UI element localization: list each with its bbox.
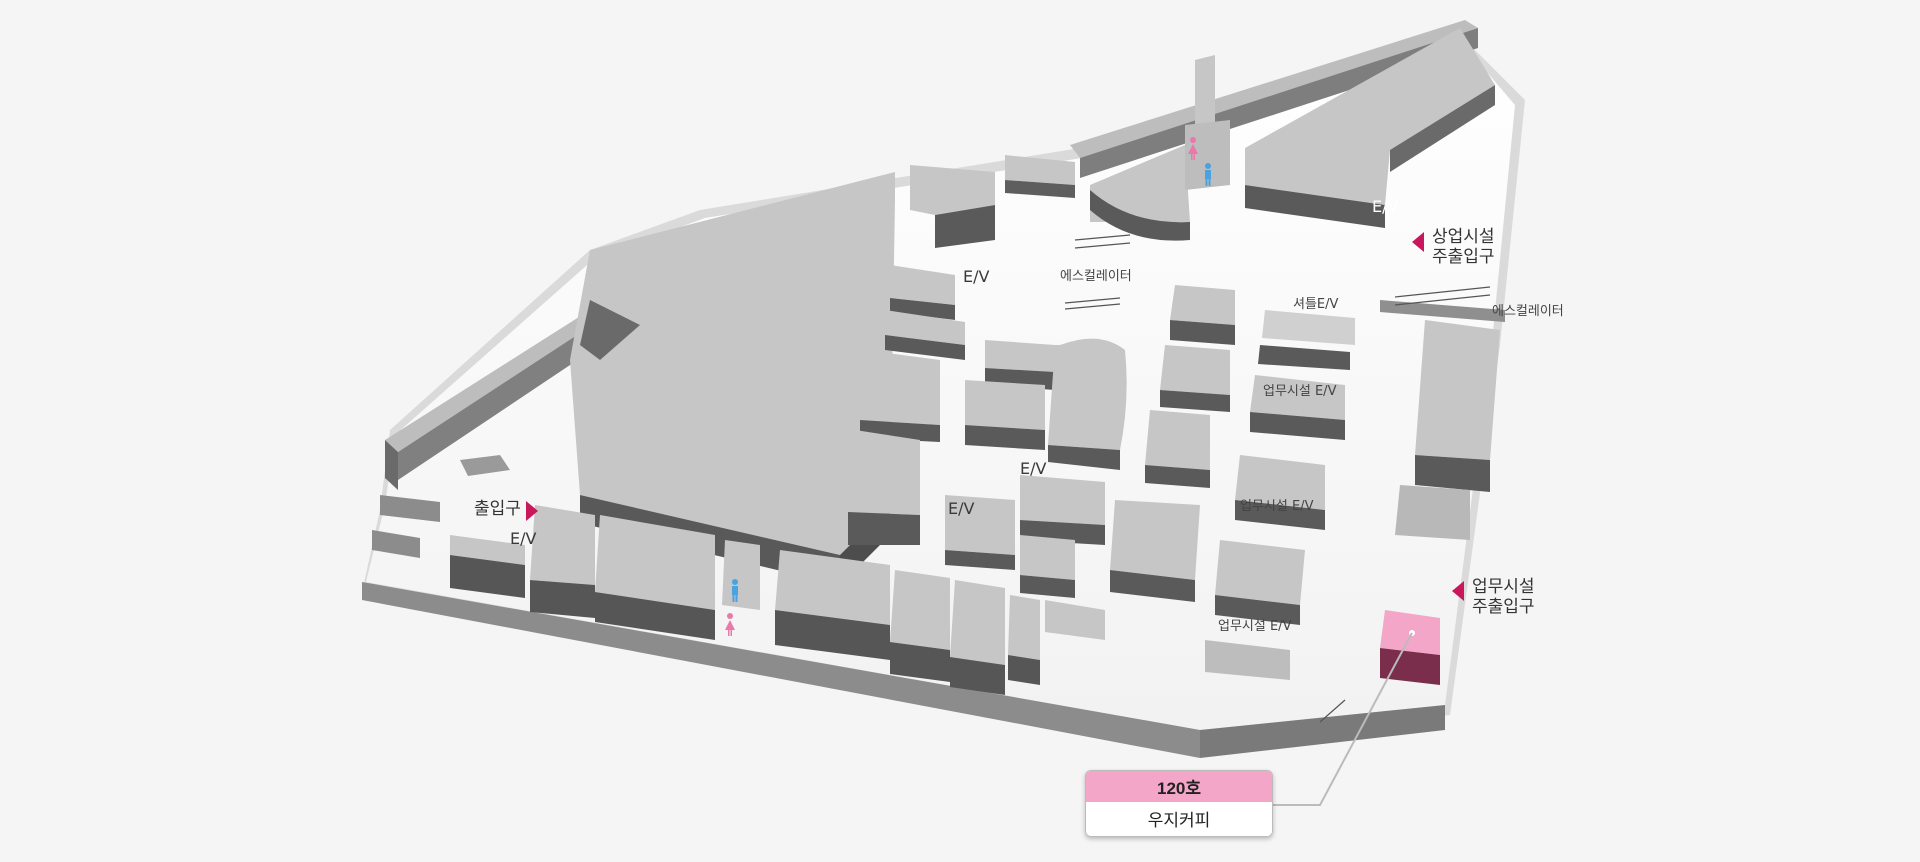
escalator-label: 에스컬레이터	[1060, 269, 1132, 284]
entrance-marker-icon	[526, 501, 538, 521]
escalator-icon	[1064, 234, 1491, 723]
outer-wall-left	[385, 310, 600, 490]
bottom-row-stores	[450, 505, 1105, 695]
male-restroom-icon	[730, 578, 740, 602]
entrance-marker-icon	[1412, 232, 1424, 252]
shuttle-ev-label: 셔틀E/V	[1293, 297, 1339, 312]
main-entrance-label: 출입구	[474, 499, 521, 519]
ev-label: E/V	[1020, 459, 1047, 478]
escalator-label: 에스컬레이터	[1492, 304, 1564, 319]
callout-store-name: 우지커피	[1086, 802, 1272, 836]
top-middle-stores	[910, 55, 1230, 248]
commercial-entrance-label: 상업시설 주출입구	[1432, 227, 1495, 267]
ev-label: E/V	[963, 267, 990, 286]
ev-label: E/V	[510, 529, 537, 548]
far-right-store	[1380, 300, 1505, 540]
office-ev-label: 업무시설 E/V	[1240, 499, 1314, 514]
callout-room-number: 120호	[1086, 771, 1272, 802]
office-entrance-label: 업무시설 주출입구	[1472, 577, 1535, 617]
ev-label: E/V	[1372, 197, 1399, 216]
center-cluster-stores	[945, 338, 1127, 598]
ev-label: E/V	[948, 499, 975, 518]
entrance-marker-icon	[1452, 581, 1464, 601]
right-center-column-stores	[1110, 285, 1235, 602]
female-restroom-icon	[725, 612, 735, 636]
left-column-stores	[848, 265, 965, 545]
office-ev-label: 업무시설 E/V	[1218, 619, 1292, 634]
store-callout[interactable]: 120호 우지커피	[1085, 770, 1273, 837]
highlighted-unit-120[interactable]	[1380, 610, 1440, 685]
female-restroom-icon	[1188, 136, 1198, 160]
male-restroom-icon	[1203, 162, 1213, 186]
office-ev-label: 업무시설 E/V	[1263, 384, 1337, 399]
left-entrance-walls	[372, 455, 510, 558]
top-right-store-block	[1090, 28, 1495, 241]
callout-leader-line	[1272, 632, 1413, 806]
office-ev-column	[1205, 310, 1355, 680]
outer-wall-top-right	[1070, 20, 1478, 178]
